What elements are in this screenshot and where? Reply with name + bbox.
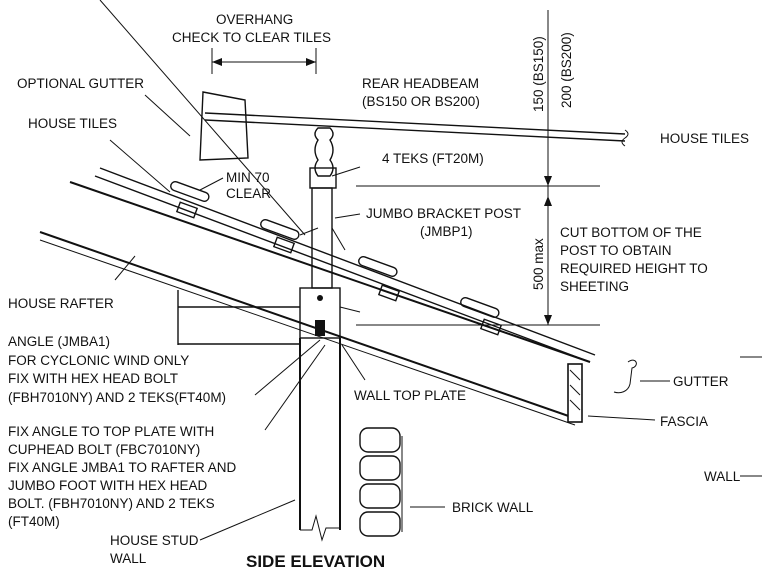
label-fix-3: FIX ANGLE JMBA1 TO RAFTER AND (8, 460, 237, 475)
label-fascia: FASCIA (660, 414, 708, 429)
house-rafter (39, 181, 591, 426)
label-angle-1: ANGLE (JMBA1) (8, 334, 110, 349)
label-brick-wall: BRICK WALL (452, 500, 534, 515)
label-jumbo-post: JUMBO BRACKET POST (366, 206, 521, 221)
label-wall: WALL (704, 469, 741, 484)
fascia-board (567, 363, 583, 423)
angle-bracket (299, 287, 341, 339)
leader-lines (109, 94, 762, 541)
label-overhang-check: CHECK TO CLEAR TILES (172, 30, 331, 45)
label-house-rafter: HOUSE RAFTER (8, 296, 114, 311)
dimension-overhang (211, 48, 317, 74)
tile-profiles (170, 180, 500, 318)
wall-top-plate (177, 290, 361, 345)
label-min70: MIN 70 (226, 170, 270, 185)
label-optional-gutter: OPTIONAL GUTTER (17, 76, 144, 91)
brick-wall (359, 427, 403, 537)
label-angle-3: FIX WITH HEX HEAD BOLT (8, 371, 178, 386)
label-min70-clear: CLEAR (226, 186, 271, 201)
label-gutter: GUTTER (673, 374, 729, 389)
optional-gutter-shape (99, 0, 306, 236)
dimension-vertical (356, 10, 600, 326)
label-4-teks: 4 TEKS (FT20M) (382, 151, 484, 166)
label-house-tiles-left: HOUSE TILES (28, 116, 117, 131)
label-wall-top-plate: WALL TOP PLATE (354, 388, 466, 403)
label-angle-2: FOR CYCLONIC WIND ONLY (8, 353, 189, 368)
label-angle-4: (FBH7010NY) AND 2 TEKS(FT40M) (8, 390, 226, 405)
label-fix-2: CUPHEAD BOLT (FBC7010NY) (8, 442, 200, 457)
label-cut-bottom-1: CUT BOTTOM OF THE (560, 225, 702, 240)
label-overhang: OVERHANG (216, 12, 293, 27)
tile-battens (175, 201, 503, 336)
gutter-profile (613, 359, 637, 394)
label-house-tiles-right: HOUSE TILES (660, 131, 749, 146)
label-rear-headbeam: REAR HEADBEAM (362, 76, 479, 91)
house-tiles-sheet (94, 167, 596, 363)
diagram-title: SIDE ELEVATION (246, 552, 385, 571)
house-stud-wall (299, 338, 341, 542)
label-house-stud: HOUSE STUD (110, 533, 199, 548)
dimension-label-500: 500 max (531, 238, 546, 290)
rear-headbeam (204, 112, 629, 147)
label-cut-bottom-4: SHEETING (560, 279, 629, 294)
label-cut-bottom-2: POST TO OBTAIN (560, 243, 672, 258)
label-cut-bottom-3: REQUIRED HEIGHT TO (560, 261, 708, 276)
label-fix-1: FIX ANGLE TO TOP PLATE WITH (8, 424, 214, 439)
dimension-label-150: 150 (BS150) (531, 36, 546, 112)
label-house-stud-wall: WALL (110, 551, 147, 566)
label-fix-5: BOLT. (FBH7010NY) AND 2 TEKS (8, 496, 215, 511)
label-fix-6: (FT40M) (8, 514, 60, 529)
label-rear-headbeam-spec: (BS150 OR BS200) (362, 94, 480, 109)
label-fix-4: JUMBO FOOT WITH HEX HEAD (8, 478, 208, 493)
label-jumbo-post-code: (JMBP1) (420, 224, 473, 239)
dimension-label-200: 200 (BS200) (559, 32, 574, 108)
